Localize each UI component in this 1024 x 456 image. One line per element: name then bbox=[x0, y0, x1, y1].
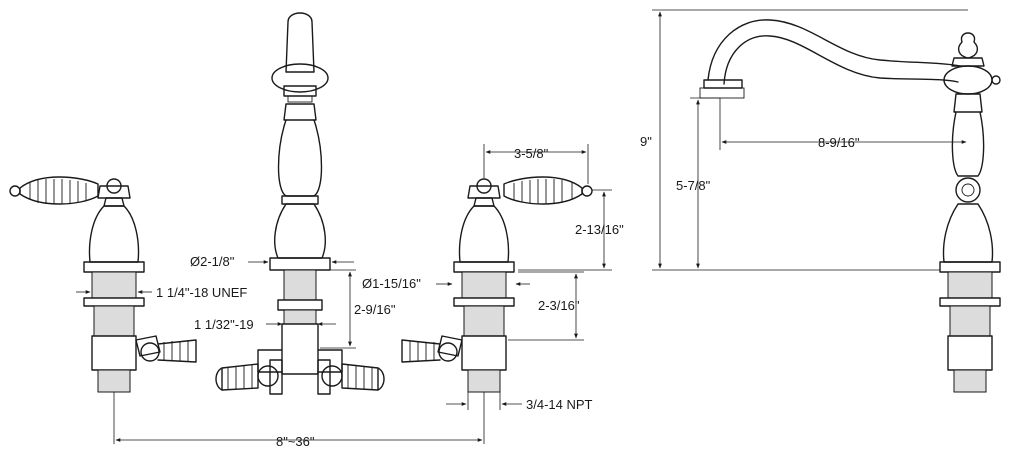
aerator-height-label: 5-7/8" bbox=[676, 178, 711, 193]
dimension-lines bbox=[76, 9, 968, 444]
spout-thread-label: 1 1/32"-19 bbox=[194, 317, 254, 332]
spout-front bbox=[215, 12, 385, 395]
handle-width-label: 3-5/8" bbox=[514, 146, 549, 161]
handle-height-label: 2-13/16" bbox=[575, 222, 624, 237]
valve-shank-label: 2-3/16" bbox=[538, 298, 580, 313]
inlet-thread-label: 3/4-14 NPT bbox=[526, 397, 593, 412]
spout-side bbox=[699, 19, 1001, 393]
spread-label: 8"~36" bbox=[276, 434, 315, 449]
spout-base-dia-label: Ø2-1/8" bbox=[190, 254, 235, 269]
valve-thread-label: 1 1/4"-18 UNEF bbox=[156, 285, 247, 300]
spout-height-label: 9" bbox=[640, 134, 652, 149]
left-valve bbox=[9, 176, 197, 393]
spout-reach-label: 8-9/16" bbox=[818, 135, 860, 150]
spout-shank-label: 2-9/16" bbox=[354, 302, 396, 317]
valve-base-dia-label: Ø1-15/16" bbox=[362, 276, 421, 291]
right-valve bbox=[401, 176, 593, 393]
